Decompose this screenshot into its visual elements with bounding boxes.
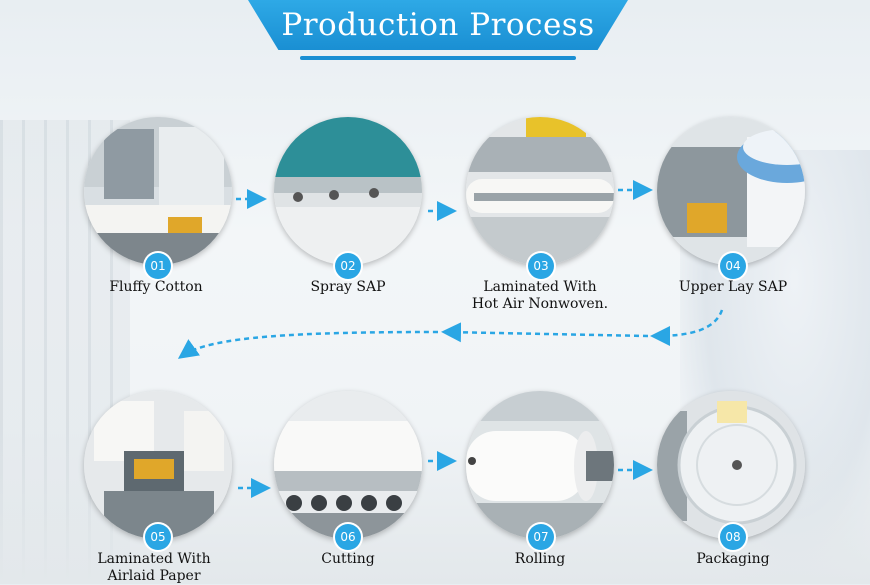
upper-lay-sap-machine-photo bbox=[657, 117, 805, 265]
airlaid-lamination-machine-photo bbox=[84, 391, 232, 539]
step-label: Laminated With Airlaid Paper bbox=[97, 551, 211, 584]
step-number-badge: 08 bbox=[720, 524, 746, 550]
title-banner: Production Process bbox=[248, 0, 628, 50]
page-title: Production Process bbox=[281, 7, 595, 43]
fluffy-cotton-machine-photo bbox=[84, 117, 232, 265]
step-label: Upper Lay SAP bbox=[678, 279, 788, 295]
step-number-badge: 01 bbox=[145, 253, 171, 279]
step-number-badge: 02 bbox=[335, 253, 361, 279]
lamination-roller-photo bbox=[466, 117, 614, 265]
step-label: Laminated With Hot Air Nonwoven. bbox=[471, 279, 609, 312]
step-number-badge: 07 bbox=[528, 524, 554, 550]
step-label: Cutting bbox=[321, 551, 375, 567]
step-number-badge: 03 bbox=[528, 253, 554, 279]
step-number-badge: 05 bbox=[145, 524, 171, 550]
step-label: Fluffy Cotton bbox=[109, 279, 203, 295]
step-number-badge: 06 bbox=[335, 524, 361, 550]
title-underline bbox=[300, 56, 576, 60]
paper-roll-photo bbox=[466, 391, 614, 539]
step-label: Packaging bbox=[696, 551, 770, 567]
step-label: Spray SAP bbox=[310, 279, 386, 295]
spray-sap-machine-photo bbox=[274, 117, 422, 265]
step-label: Rolling bbox=[514, 551, 566, 567]
cutting-machine-photo bbox=[274, 391, 422, 539]
wrapped-roll-photo bbox=[657, 391, 805, 539]
step-number-badge: 04 bbox=[720, 253, 746, 279]
